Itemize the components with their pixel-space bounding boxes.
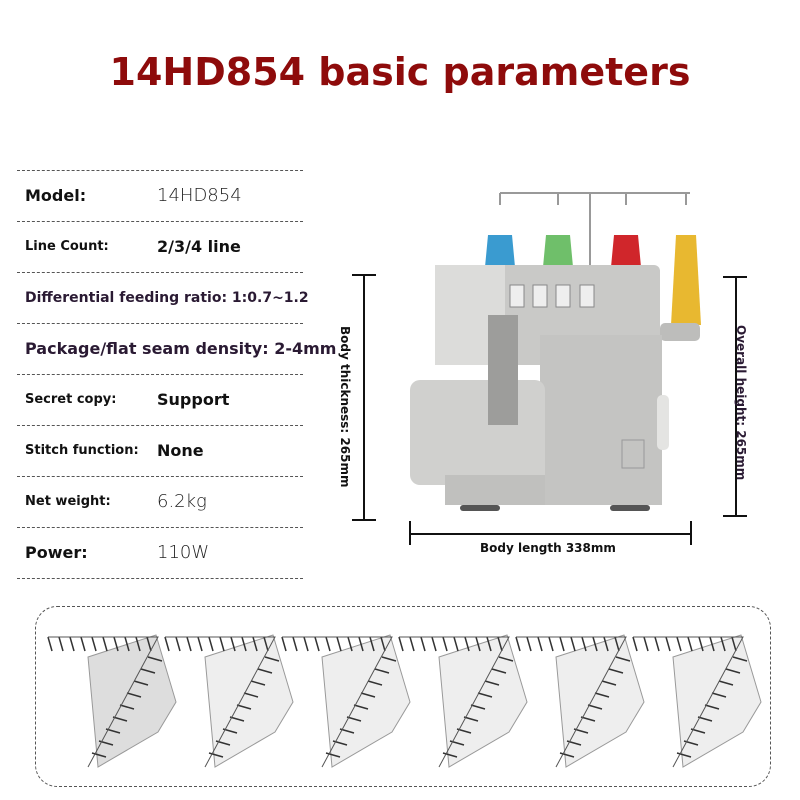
spec-label: Differential feeding ratio: 1:0.7~1.2 [25, 290, 309, 306]
spec-label: Model: [25, 186, 87, 205]
thickness-dimension-line [363, 274, 365, 519]
stitch-samples-panel [35, 606, 771, 787]
spec-label: Line Count: [25, 239, 109, 254]
spec-row-weight: Net weight: 6.2kg [17, 476, 303, 527]
spec-row-differential: Differential feeding ratio: 1:0.7~1.2 [17, 272, 309, 323]
spec-row-line-count: Line Count: 2/3/4 line [17, 221, 303, 272]
stitch-sample [398, 634, 528, 768]
stitch-samples [47, 634, 762, 768]
thread-cone [611, 235, 641, 267]
height-dimension-line [735, 276, 737, 516]
dimension-tick [723, 276, 747, 278]
spec-row-model: Model: 14HD854 [17, 170, 303, 221]
spec-label: Stitch function: [25, 443, 139, 458]
stitch-sample [515, 634, 645, 768]
spec-label: Power: [25, 543, 88, 562]
spec-value: 14HD854 [157, 185, 242, 206]
thickness-label: Body thickness: 265mm [338, 326, 352, 488]
dimension-tick [352, 519, 376, 521]
spec-row-power: Power: 110W [17, 527, 303, 579]
height-label: Overall height: 265mm [734, 325, 748, 481]
spec-value: Support [157, 390, 230, 409]
thread-cone [671, 235, 701, 325]
dimension-tick [690, 521, 692, 545]
spec-label: Net weight: [25, 494, 111, 509]
stitch-sample [164, 634, 294, 768]
thread-cone [485, 235, 515, 267]
spec-row-density: Package/flat seam density: 2-4mm [17, 323, 336, 374]
spec-value: None [157, 441, 204, 460]
spec-table: Model: 14HD854 Line Count: 2/3/4 line Di… [17, 170, 336, 579]
stitch-sample [47, 634, 177, 768]
spec-row-stitch: Stitch function: None [17, 425, 303, 476]
spec-value: 6.2kg [157, 491, 207, 512]
dimension-tick [352, 274, 376, 276]
dimension-tick [409, 521, 411, 545]
page-title: 14HD854 basic parameters [109, 50, 691, 94]
spec-label: Package/flat seam density: 2-4mm [25, 339, 337, 358]
stitch-sample [281, 634, 411, 768]
spec-label: Secret copy: [25, 392, 117, 407]
thread-cone [543, 235, 573, 267]
length-dimension-line [409, 533, 691, 535]
length-label: Body length 338mm [480, 541, 616, 555]
stitch-sample [632, 634, 762, 768]
spec-value: 110W [157, 542, 210, 563]
serger-machine-image [410, 192, 701, 511]
spec-value: 2/3/4 line [157, 237, 241, 256]
spec-row-secret-copy: Secret copy: Support [17, 374, 303, 425]
dimension-tick [723, 515, 747, 517]
